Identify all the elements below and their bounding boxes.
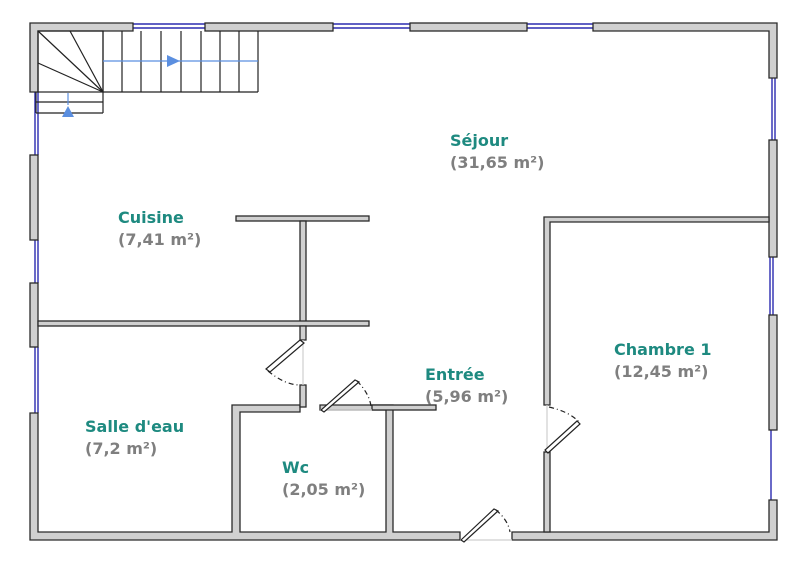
wall-entree-stub	[299, 384, 307, 408]
window-icon	[527, 23, 593, 29]
window-icon	[333, 23, 410, 29]
wall-top-left	[29, 22, 134, 93]
room-salle-deau: Salle d'eau (7,2 m²)	[85, 416, 184, 459]
wall-top	[204, 22, 334, 32]
wall-cuisine-bottom	[37, 320, 370, 327]
room-sejour: Séjour (31,65 m²)	[450, 130, 544, 173]
wall-right	[768, 139, 778, 258]
room-area: (5,96 m²)	[425, 386, 509, 406]
wall-left-bottom	[29, 404, 461, 541]
wall-top	[409, 22, 528, 32]
wall-chambre	[543, 451, 551, 533]
room-area: (31,65 m²)	[450, 152, 545, 172]
room-name: Entrée	[425, 365, 485, 384]
door-swing-icon	[544, 405, 581, 454]
door-swing-icon	[320, 379, 372, 413]
room-cuisine: Cuisine (7,41 m²)	[118, 207, 201, 250]
room-wc: Wc (2,05 m²)	[282, 457, 365, 500]
room-area: (7,2 m²)	[85, 438, 158, 458]
windows	[34, 23, 776, 500]
wall-top-right	[592, 22, 778, 79]
arrow-triangle-icon	[62, 55, 258, 117]
door-swing-icon	[460, 508, 512, 543]
room-area: (7,41 m²)	[118, 229, 202, 249]
wall-chambre	[543, 216, 770, 406]
room-name: Salle d'eau	[85, 417, 185, 436]
window-icon	[34, 240, 39, 283]
wall-right-bottom	[511, 499, 778, 541]
room-name: Wc	[282, 458, 310, 477]
staircase-icon	[35, 30, 259, 114]
room-name: Séjour	[450, 131, 509, 150]
room-name: Chambre 1	[614, 340, 712, 359]
wall-left	[29, 282, 39, 348]
room-entree: Entrée (5,96 m²)	[425, 364, 508, 407]
room-chambre-1: Chambre 1 (12,45 m²)	[614, 339, 712, 382]
wall-left	[29, 154, 39, 241]
wall-right	[768, 314, 778, 431]
window-icon	[133, 23, 205, 29]
wall-wc-right-top	[371, 404, 437, 411]
room-area: (2,05 m²)	[282, 479, 366, 499]
wall-cuisine-vert	[299, 220, 307, 323]
window-icon	[769, 257, 774, 315]
window-icon	[771, 78, 776, 140]
wall-cuisine-top	[235, 215, 370, 222]
room-area: (12,45 m²)	[614, 361, 709, 381]
doors	[265, 339, 581, 543]
window-icon	[34, 347, 39, 413]
room-name: Cuisine	[118, 208, 184, 227]
door-swing-icon	[265, 339, 305, 386]
walls	[29, 22, 778, 541]
wall-cuisine-stub	[299, 325, 307, 341]
